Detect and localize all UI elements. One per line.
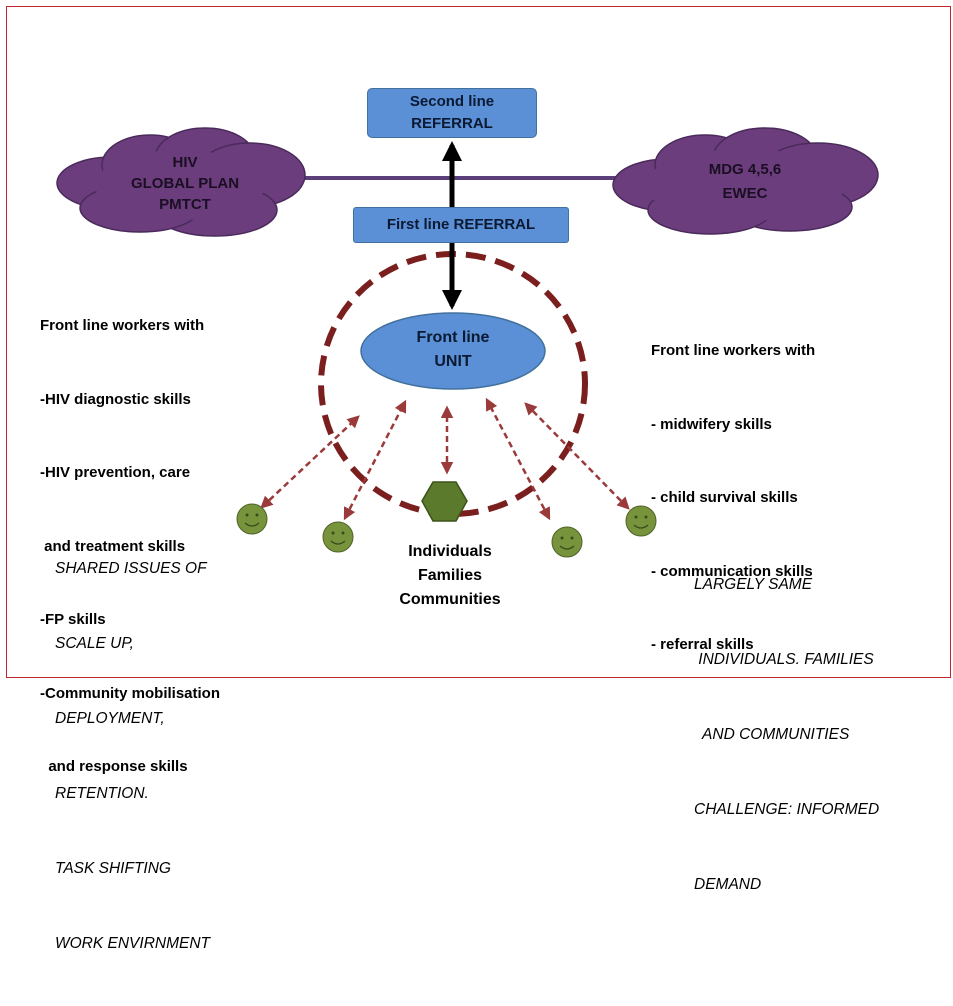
- right-skill-item: - referral skills: [651, 636, 754, 653]
- left-note-line: DEPLOYMENT,: [55, 710, 165, 727]
- community-label-families: Families: [417, 567, 483, 584]
- cloud-left: [56, 127, 306, 237]
- cloud-right: [612, 127, 879, 235]
- left-note-line: SCALE UP,: [55, 635, 134, 652]
- smiley-face-icon: [625, 505, 657, 537]
- community-label: Individuals Families Communities: [380, 540, 520, 612]
- unit-label: UNIT: [434, 353, 472, 370]
- first-line-referral-label: First line REFERRAL: [386, 216, 536, 233]
- smiley-face-icon: [322, 521, 354, 553]
- right-notes: LARGELY SAME INDIVIDUALS. FAMILIES AND C…: [694, 522, 879, 947]
- second-line-referral-box: Second line REFERRAL: [367, 88, 537, 138]
- left-skill-item: -FP skills: [40, 611, 106, 628]
- front-line-unit-ellipse: [360, 312, 546, 390]
- diagram-canvas: Second line REFERRAL First line REFERRAL…: [6, 6, 951, 952]
- right-note-line: CHALLENGE: INFORMED: [694, 801, 880, 818]
- right-note-line: DEMAND: [694, 876, 762, 893]
- smiley-face-icon: [236, 503, 268, 535]
- cloud-right-line-2: EWEC: [722, 185, 768, 202]
- front-line-unit-text: Front line UNIT: [383, 326, 523, 374]
- cloud-left-line-3: PMTCT: [159, 196, 211, 213]
- community-label-communities: Communities: [399, 591, 501, 608]
- outreach-arrow-1: [260, 415, 360, 509]
- front-line-label: Front line: [416, 329, 490, 346]
- community-label-individuals: Individuals: [408, 543, 492, 560]
- cloud-left-line-1: HIV: [172, 154, 198, 171]
- right-note-line: INDIVIDUALS. FAMILIES: [694, 651, 874, 668]
- left-skill-item: -HIV diagnostic skills: [40, 390, 191, 408]
- community-hexagon: [421, 481, 468, 522]
- outreach-arrows: [260, 397, 630, 521]
- left-skill-item: and treatment skills: [40, 537, 186, 555]
- outreach-arrow-2: [343, 399, 407, 521]
- left-note-line: SHARED ISSUES OF: [55, 560, 207, 577]
- right-skills-heading: Front line workers with: [651, 342, 816, 359]
- right-note-line: AND COMMUNITIES: [694, 726, 850, 743]
- first-line-referral-box: First line REFERRAL: [353, 207, 569, 243]
- slide-frame: [6, 6, 951, 678]
- right-note-line: LARGELY SAME: [694, 576, 813, 593]
- right-skills-list: Front line workers with - midwifery skil…: [651, 290, 815, 707]
- left-note-line: WORK ENVIRNMENT: [55, 935, 210, 952]
- diagram-graphics: [56, 127, 879, 558]
- left-note-line: TASK SHIFTING: [55, 860, 171, 877]
- cloud-left-line-2: GLOBAL PLAN: [130, 175, 240, 192]
- left-note-line: RETENTION.: [55, 785, 149, 802]
- cloud-right-line-1: MDG 4,5,6: [708, 161, 782, 178]
- left-notes: SHARED ISSUES OF SCALE UP, DEPLOYMENT, R…: [55, 506, 210, 1006]
- second-line-label: Second line: [409, 93, 495, 110]
- left-skill-item: -HIV prevention, care: [40, 464, 191, 481]
- second-line-referral-label: REFERRAL: [411, 115, 493, 132]
- smiley-face-icon: [551, 526, 583, 558]
- right-skill-item: - midwifery skills: [651, 415, 772, 433]
- cloud-left-text: HIV GLOBAL PLAN PMTCT: [115, 152, 255, 215]
- cloud-right-text: MDG 4,5,6 EWEC: [675, 158, 815, 206]
- outreach-arrow-5: [524, 402, 630, 510]
- left-skills-heading: Front line workers with: [40, 317, 205, 334]
- right-skill-item: - child survival skills: [651, 489, 798, 506]
- right-skill-item: - communication skills: [651, 562, 813, 580]
